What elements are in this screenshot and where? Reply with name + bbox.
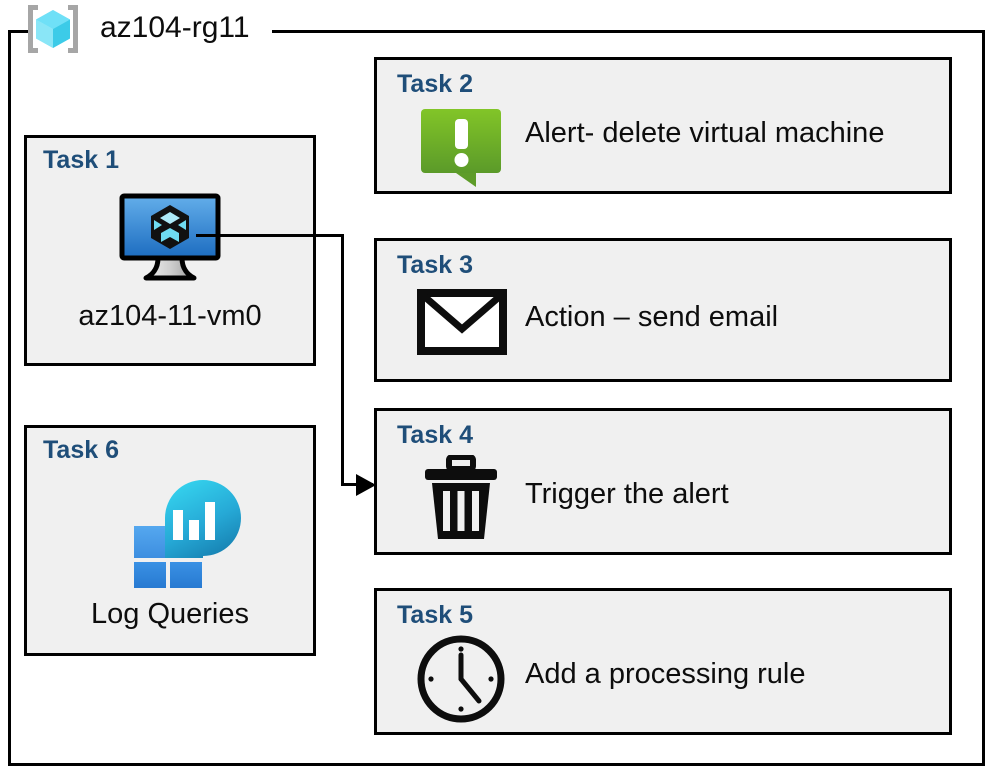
task-label: Task 6 (43, 436, 119, 464)
task-label: Task 3 (397, 251, 473, 279)
task-card-task2[interactable]: Task 2 Alert- delete virtual machine (374, 57, 952, 194)
connector-segment-horizontal-top (196, 234, 344, 237)
resource-group-frame-top-left-stub (8, 30, 28, 33)
task-card-task1[interactable]: Task 1 (24, 135, 316, 366)
task-card-task4[interactable]: Task 4 Trigger the alert (374, 408, 952, 555)
task-label: Task 1 (43, 146, 119, 174)
arrowhead-right-icon (356, 474, 376, 496)
task-text: Add a processing rule (525, 658, 806, 690)
envelope-icon (417, 289, 507, 355)
alert-bubble-icon (418, 107, 506, 187)
connector-segment-vertical (341, 234, 344, 486)
task-label: Task 5 (397, 601, 473, 629)
task-card-task3[interactable]: Task 3 Action – send email (374, 238, 952, 382)
task-text: Alert- delete virtual machine (525, 117, 885, 149)
azure-resource-group-icon (22, 2, 84, 56)
resource-group-name: az104-rg11 (100, 11, 250, 44)
task-label: Task 4 (397, 421, 473, 449)
task-caption: az104-11-vm0 (78, 300, 262, 332)
task-text: Action – send email (525, 301, 779, 333)
resource-group-frame-top-right-stub (272, 30, 985, 33)
resource-group-frame-right-edge (982, 30, 985, 766)
task-caption: Log Queries (91, 598, 249, 630)
resource-group-frame-left-edge (8, 30, 11, 766)
log-analytics-icon (125, 480, 241, 594)
task-text: Trigger the alert (525, 478, 729, 510)
virtual-machine-icon (118, 193, 228, 285)
task-card-task5[interactable]: Task 5 Add a processing rule (374, 588, 952, 735)
task-label: Task 2 (397, 70, 473, 98)
task-card-task6[interactable]: Task 6 (24, 425, 316, 656)
clock-icon (415, 633, 507, 725)
resource-group-frame-bottom-edge (8, 763, 985, 766)
trash-icon (422, 454, 500, 541)
